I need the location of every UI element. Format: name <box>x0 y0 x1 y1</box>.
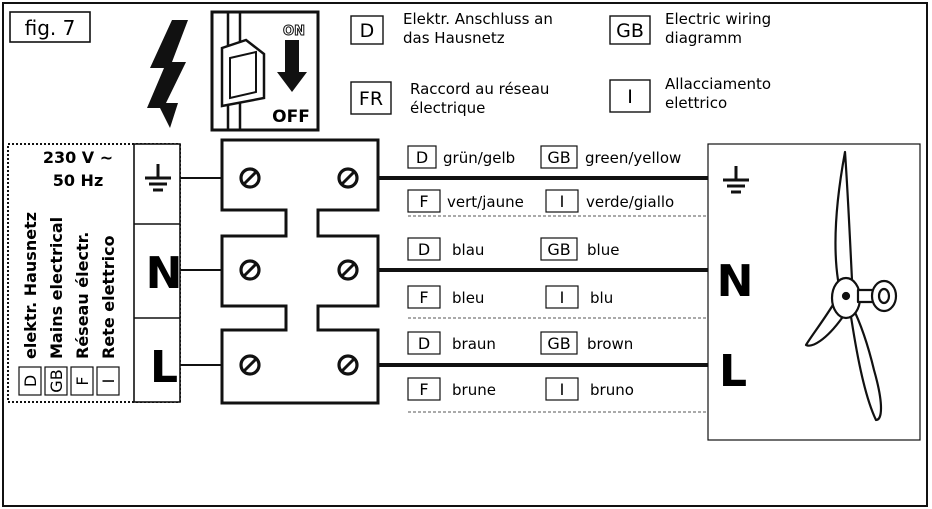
mains-text-gb: Mains electrical <box>47 217 66 359</box>
neutral-color-d: blau <box>452 241 484 259</box>
live-color-i: bruno <box>590 381 634 399</box>
mains-code-i: I <box>99 379 118 384</box>
code-i: I <box>560 192 565 211</box>
legend-text-d-1: Elektr. Anschluss an <box>403 10 553 28</box>
legend-text-gb-2: diagramm <box>665 29 742 47</box>
earth-color-i: verde/giallo <box>586 193 674 211</box>
main-switch-off-icon: ON OFF <box>210 10 320 132</box>
code-gb: GB <box>547 334 570 353</box>
legend-code-fr: FR <box>359 88 383 110</box>
mains-text-i: Rete elettrico <box>99 235 118 359</box>
legend: D Elektr. Anschluss an das Hausnetz GB E… <box>350 10 771 117</box>
legend-text-fr-2: électrique <box>410 99 485 117</box>
code-i: I <box>560 380 565 399</box>
legend-text-i-2: elettrico <box>665 94 727 112</box>
legend-code-i: I <box>627 86 633 108</box>
code-d: D <box>418 334 430 353</box>
live-color-d: braun <box>452 335 496 353</box>
switch-off-label: OFF <box>272 107 310 127</box>
neutral-color-gb: blue <box>587 241 619 259</box>
mains-code-f: F <box>73 376 92 385</box>
screw-icon <box>337 354 359 376</box>
mains-frequency: 50 Hz <box>53 171 104 190</box>
mains-neutral-label: N <box>146 248 183 299</box>
screw-icon <box>239 167 261 189</box>
mains-live-label: L <box>150 342 178 393</box>
mains-text-d: elektr. Hausnetz <box>21 212 40 359</box>
screw-icon <box>337 259 359 281</box>
code-gb: GB <box>547 240 570 259</box>
neutral-color-f: bleu <box>452 289 484 307</box>
earth-color-f: vert/jaune <box>447 193 524 211</box>
code-d: D <box>416 148 428 167</box>
mains-code-gb: GB <box>47 369 66 392</box>
live-color-gb: brown <box>587 335 633 353</box>
fan-live-label: L <box>719 346 747 397</box>
legend-text-gb-1: Electric wiring <box>665 10 771 28</box>
mains-voltage: 230 V ~ <box>43 148 113 167</box>
legend-code-gb: GB <box>616 20 644 42</box>
screw-icon <box>239 259 261 281</box>
earth-color-d: grün/gelb <box>443 149 515 167</box>
screw-icon <box>239 354 261 376</box>
fan-icon <box>804 150 898 422</box>
live-color-f: brune <box>452 381 496 399</box>
terminal-block <box>220 138 380 405</box>
code-i: I <box>560 288 565 307</box>
legend-text-i-1: Allacciamento <box>665 75 771 93</box>
fan-neutral-label: N <box>717 256 754 307</box>
mains-terminal-column <box>133 143 181 403</box>
figure-label-box <box>9 11 91 43</box>
code-d: D <box>418 240 430 259</box>
code-f: F <box>419 288 428 307</box>
legend-text-fr-1: Raccord au réseau <box>410 80 549 98</box>
code-gb: GB <box>547 148 570 167</box>
earth-color-gb: green/yellow <box>585 149 681 167</box>
lightning-bolt-icon <box>147 20 188 128</box>
code-f: F <box>419 192 428 211</box>
legend-text-d-2: das Hausnetz <box>403 29 505 47</box>
legend-code-d: D <box>360 20 375 42</box>
mains-text-f: Réseau électr. <box>73 232 92 359</box>
neutral-color-i: blu <box>590 289 613 307</box>
mains-code-d: D <box>21 375 40 387</box>
switch-on-label: ON <box>283 24 305 39</box>
screw-icon <box>337 167 359 189</box>
figure-label: fig. 7 <box>25 16 76 40</box>
code-f: F <box>419 380 428 399</box>
